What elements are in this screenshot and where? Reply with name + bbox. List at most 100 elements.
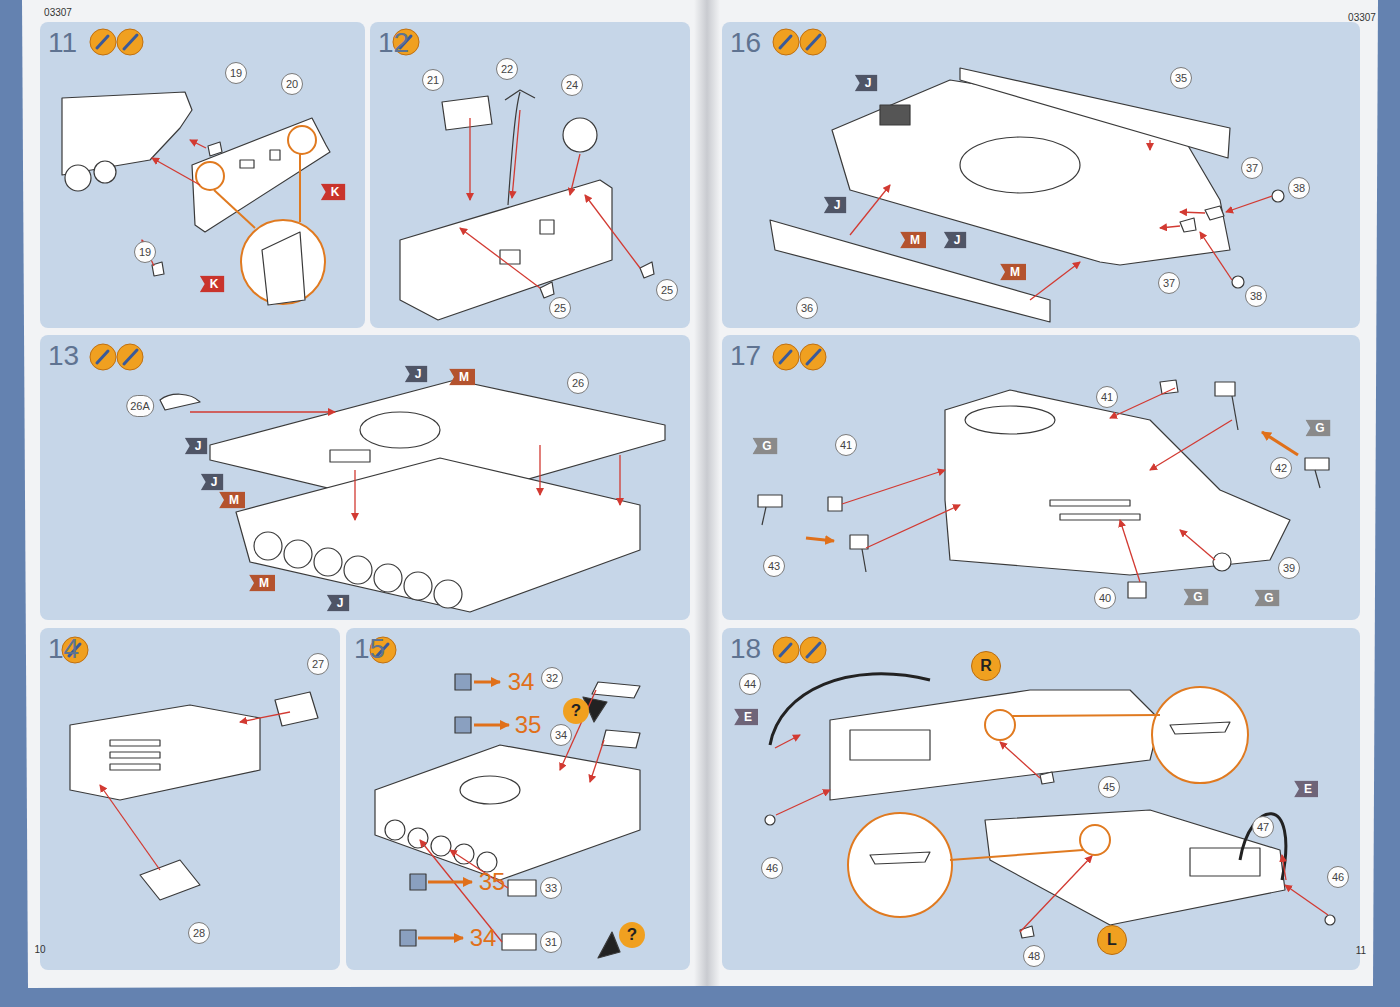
drawing-shape (110, 764, 160, 770)
step-number: 15 (354, 634, 385, 664)
drawing-shape (428, 881, 472, 884)
callout-number: 32 (541, 667, 563, 689)
drawing-shape (1180, 218, 1196, 232)
drawing-shape (431, 836, 451, 856)
drawing-shape (765, 815, 775, 825)
part-drawings (62, 68, 1335, 958)
callout-number: 39 (1278, 557, 1300, 579)
paint-flag: G (752, 438, 777, 455)
drawing-shape (354, 470, 355, 520)
drawing-shape (117, 344, 143, 370)
drawing-shape (1305, 458, 1329, 470)
callout-number: 45 (1098, 776, 1120, 798)
drawing-shape (842, 470, 945, 504)
callout-number: 35 (1170, 67, 1192, 89)
drawing-shape (124, 350, 137, 364)
drawing-shape (508, 92, 520, 205)
drawing-shape (190, 411, 335, 412)
drawing-shape (330, 450, 370, 462)
drawing-shape (1160, 226, 1180, 228)
drawing-shape (807, 643, 820, 657)
drawing-shape (90, 29, 116, 55)
drawing-shape (800, 344, 826, 370)
drawing-shape (288, 126, 316, 154)
drawing-shape (862, 549, 866, 572)
drawing-shape (512, 110, 520, 198)
drawing-shape (344, 556, 372, 584)
drawing-shape (124, 35, 137, 49)
callout-number: 20 (281, 73, 303, 95)
paint-flag: J (405, 366, 428, 383)
drawing-shape (1285, 885, 1328, 915)
drawing-shape (1190, 848, 1260, 876)
drawing-shape (346, 628, 690, 970)
drawing-shape (442, 96, 492, 130)
drawing-shape (1110, 388, 1175, 418)
callout-number: 47 (1252, 816, 1274, 838)
paint-flag: G (1183, 589, 1208, 606)
callout-number: 19 (134, 241, 156, 263)
drawing-shape (1232, 276, 1244, 288)
step-number: 16 (730, 28, 761, 58)
drawing-shape (619, 455, 620, 505)
paint-flag: J (327, 595, 350, 612)
drawing-shape (773, 637, 799, 663)
drawing-shape (590, 740, 604, 782)
callout-number: 31 (540, 931, 562, 953)
drawing-shape (152, 158, 200, 185)
page-text: 10 (34, 944, 45, 956)
drawing-shape (1060, 514, 1140, 520)
paint-flag: J (185, 438, 208, 455)
drawing-shape (275, 692, 318, 726)
drawing-shape (1020, 926, 1034, 938)
drawing-shape (870, 852, 930, 864)
drawing-shape (70, 705, 260, 800)
drawing-shape (460, 776, 520, 804)
callout-number: 38 (1288, 177, 1310, 199)
drawing-shape (722, 335, 1360, 620)
drawing-shape (776, 790, 830, 815)
drawing-shape (196, 162, 224, 190)
drawing-shape (540, 282, 554, 298)
drawing-shape (1050, 500, 1130, 506)
drawing-shape (97, 351, 108, 363)
drawing-shape (1315, 470, 1320, 488)
drawing-shape (284, 540, 312, 568)
drawing-shape (1120, 520, 1140, 582)
drawing-shape (110, 752, 160, 758)
drawing-shape (455, 717, 471, 733)
step-number: 14 (48, 634, 79, 664)
question-mark: ? (619, 922, 645, 948)
drawing-shape (770, 674, 930, 745)
step-panel: 18 (722, 628, 1360, 970)
callout-number: 46 (761, 857, 783, 879)
drawing-shape (469, 118, 470, 200)
drawing-shape (780, 644, 791, 656)
drawing-shape (110, 740, 160, 746)
drawing-shape (214, 190, 255, 228)
drawing-shape (1128, 582, 1146, 598)
drawing-shape (192, 118, 330, 232)
drawing-shape (474, 681, 500, 684)
paint-number: 35 (479, 869, 506, 895)
drawing-shape (773, 344, 799, 370)
drawing-shape (1160, 380, 1178, 394)
page-text: 03307 (1348, 12, 1376, 24)
drawing-shape (241, 220, 325, 304)
drawing-shape (1180, 212, 1205, 213)
drawing-shape (602, 730, 640, 748)
drawing-shape (374, 564, 402, 592)
side-marker: L (1097, 925, 1127, 955)
drawing-shape (90, 344, 116, 370)
drawing-shape (40, 335, 690, 620)
drawing-shape (950, 850, 1083, 860)
callout-number: 25 (656, 279, 678, 301)
callout-number: 41 (835, 434, 857, 456)
drawing-shape (1180, 530, 1215, 560)
page-text: 11 (1356, 945, 1366, 957)
drawing-shape (254, 532, 282, 560)
drawing-shape (97, 36, 108, 48)
drawing-shape (1215, 382, 1235, 396)
